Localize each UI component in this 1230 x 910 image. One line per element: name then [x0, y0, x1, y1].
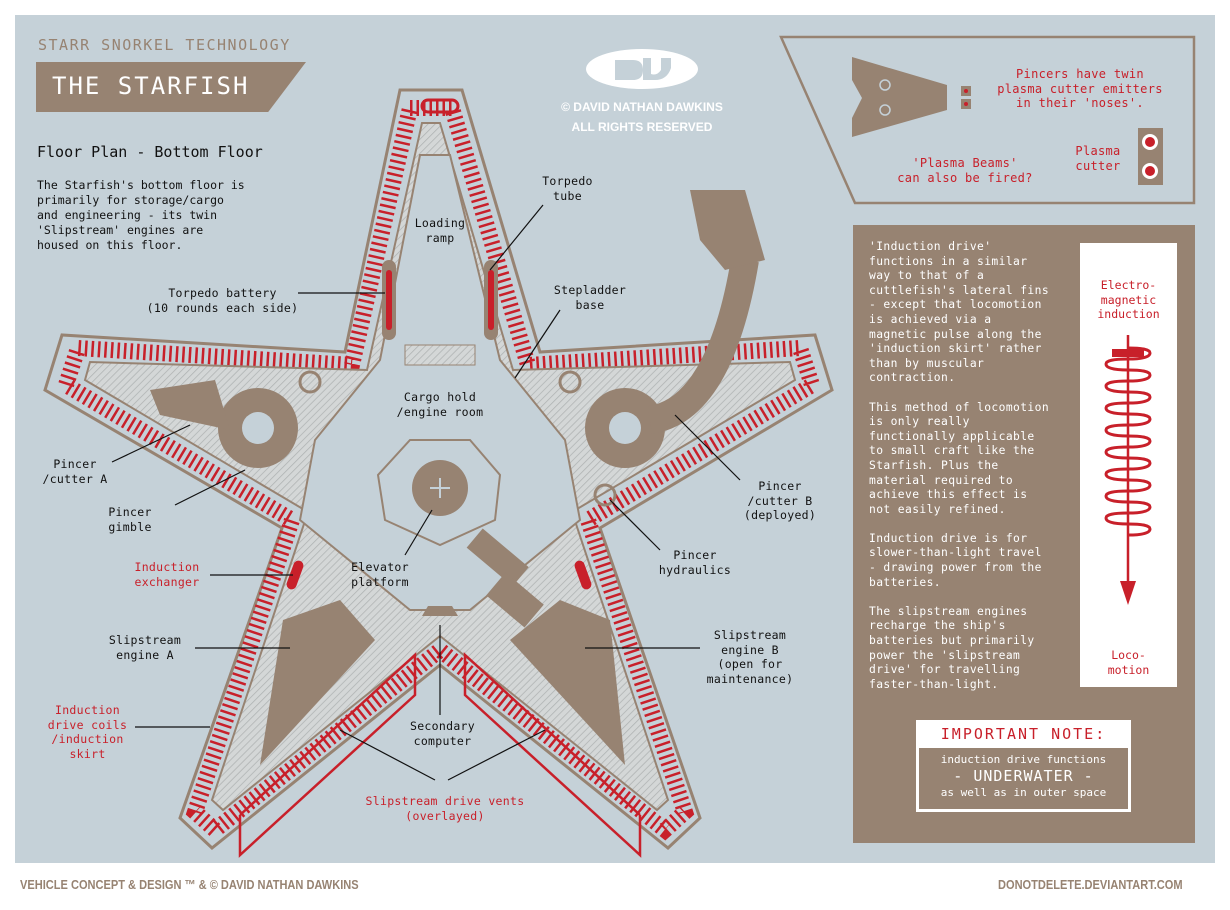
induction-description: 'Induction drive' functions in a similar… [869, 240, 1050, 691]
note-body: induction drive functions - UNDERWATER -… [918, 747, 1129, 810]
induction-coil-arrow-icon [1104, 335, 1152, 605]
note-line-1: induction drive functions [940, 753, 1107, 766]
diagram-bottom-label: Loco- motion [1107, 648, 1150, 677]
label-induction-exchanger: Induction exchanger [134, 560, 200, 589]
loading-ramp [404, 344, 476, 366]
note-line-3: as well as in outer space [940, 786, 1107, 799]
footer-website[interactable]: DONOTDELETE.DEVIANTART.COM [998, 877, 1183, 892]
page-title: THE STARFISH [52, 72, 250, 100]
plasma-cutter-label: Plasma cutter [1075, 144, 1121, 173]
pincer-b-icon [558, 190, 765, 507]
plasma-beams-note: 'Plasma Beams' can also be fired? [897, 156, 1033, 185]
dnd-logo-icon [586, 49, 698, 89]
label-cargo-hold: Cargo hold /engine room [396, 390, 484, 419]
footer-credit: VEHICLE CONCEPT & DESIGN ™ & © DAVID NAT… [20, 877, 359, 892]
engine-b-cover [466, 528, 544, 628]
company-name: STARR SNORKEL TECHNOLOGY [38, 36, 291, 54]
note-line-2: - UNDERWATER - [953, 767, 1094, 785]
diagram-top-label: Electro- magnetic induction [1097, 278, 1160, 321]
label-pincer-gimble: Pincer gimble [108, 505, 152, 534]
label-torpedo-battery: Torpedo battery (10 rounds each side) [146, 286, 299, 315]
drive-vents-left [238, 652, 417, 858]
slipstream-engine-a [260, 600, 375, 765]
label-stepladder-base: Stepladder base [553, 283, 627, 312]
label-drive-vents: Slipstream drive vents (overlayed) [365, 794, 525, 823]
induction-info-panel: 'Induction drive' functions in a similar… [853, 225, 1195, 843]
label-torpedo-tube: Torpedo tube [542, 174, 593, 203]
important-note: IMPORTANT NOTE: induction drive function… [916, 720, 1131, 812]
leader-lines [111, 204, 741, 781]
label-pincer-hydraulics: Pincer hydraulics [658, 548, 732, 577]
label-pincer-a: Pincer /cutter A [42, 457, 108, 486]
logo-rights: ALL RIGHTS RESERVED [571, 120, 713, 134]
note-title: IMPORTANT NOTE: [940, 725, 1107, 743]
label-pincer-b: Pincer /cutter B (deployed) [743, 479, 817, 522]
drive-vents-right [463, 652, 642, 858]
title-banner: THE STARFISH [36, 62, 306, 112]
label-induction-coils: Induction drive coils /induction skirt [47, 703, 128, 761]
pincer-a-icon [150, 370, 322, 468]
label-slipstream-a: Slipstream engine A [108, 633, 182, 662]
floor-plan-subtitle: Floor Plan - Bottom Floor [37, 143, 263, 161]
intro-text: The Starfish's bottom floor is primarily… [37, 178, 245, 252]
elevator-platform [376, 439, 502, 547]
slipstream-engine-b [510, 600, 625, 765]
label-elevator-platform: Elevator platform [351, 560, 409, 589]
secondary-computer [422, 606, 458, 616]
logo-copyright: © DAVID NATHAN DAWKINS [561, 100, 723, 114]
label-slipstream-b: Slipstream engine B (open for maintenanc… [706, 628, 794, 686]
label-loading-ramp: Loading ramp [414, 216, 466, 245]
cargo-hold-floor [298, 154, 582, 611]
pincer-detail-icon [852, 57, 1163, 185]
emitters-note: Pincers have twin plasma cutter emitters… [997, 67, 1163, 110]
label-secondary-computer: Secondary computer [409, 719, 475, 748]
induction-diagram: Electro- magnetic induction Loco- motion [1080, 243, 1177, 687]
